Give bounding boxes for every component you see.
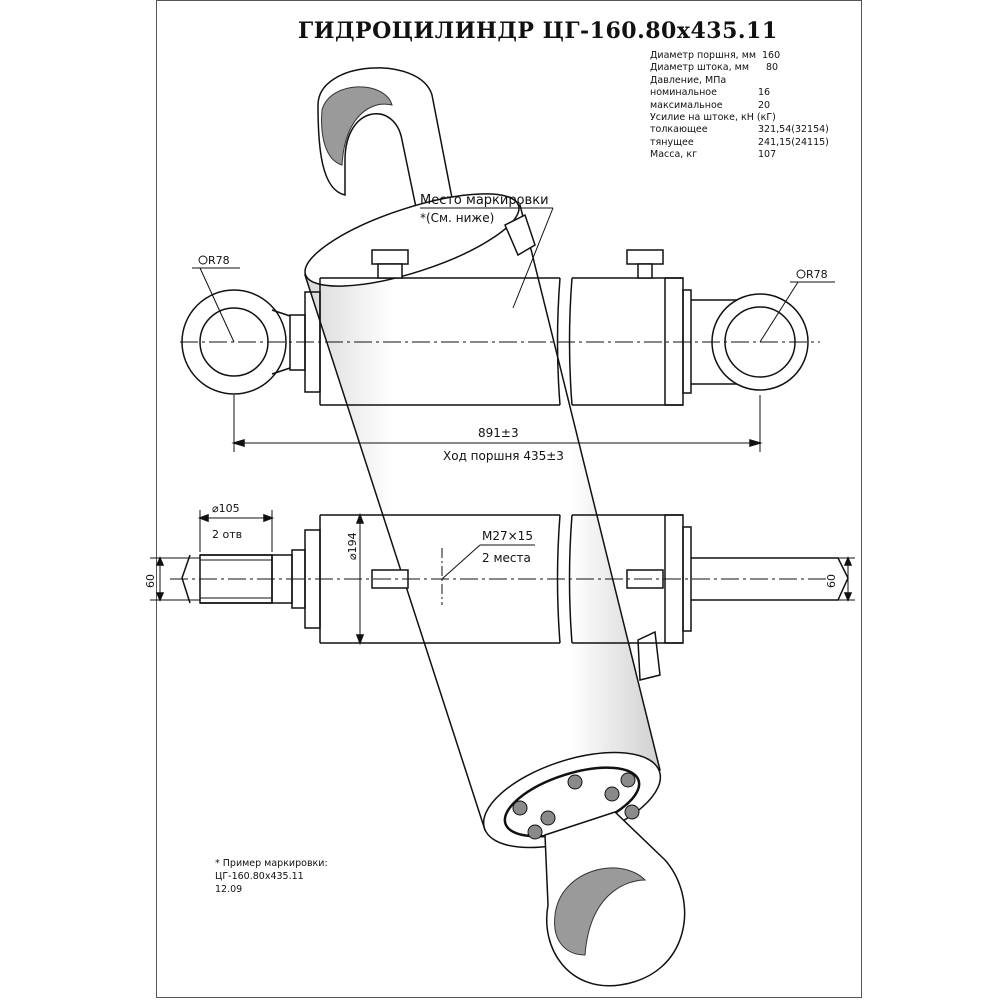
cylinder-body xyxy=(304,204,661,831)
spec-value: 20 xyxy=(758,99,771,111)
spec-value: 241,15(24115) xyxy=(758,136,829,148)
marking-place-label: Место маркировки xyxy=(420,193,549,208)
side-view xyxy=(180,207,835,452)
width-right-label: 60 xyxy=(825,574,838,588)
radius-left-label: R78 xyxy=(208,254,230,267)
note-line-1: * Пример маркировки: xyxy=(215,858,328,869)
cylinder-3d-view xyxy=(304,67,686,987)
spec-label: номинальное xyxy=(650,87,717,99)
hole-diameter-label: ⌀105 xyxy=(212,502,240,515)
radius-right-label: R78 xyxy=(806,268,828,281)
radius-left-symbol xyxy=(198,255,208,265)
spec-label: максимальное xyxy=(650,99,723,111)
spec-label: Диаметр штока, мм xyxy=(650,62,749,74)
side-fitting xyxy=(637,630,661,681)
spec-label: Диаметр поршня, мм xyxy=(650,50,757,61)
marking-example-note: * Пример маркировки: ЦГ-160.80х435.11 12… xyxy=(215,857,328,896)
width-left-label: 60 xyxy=(144,574,157,588)
thread-count-label: 2 места xyxy=(482,551,531,565)
spec-label: Давление, МПа xyxy=(650,74,727,86)
see-below-label: *(См. ниже) xyxy=(420,211,494,225)
stroke-dimension: Ход поршня 435±3 xyxy=(443,449,564,463)
spec-value: 321,54(32154) xyxy=(758,124,829,136)
radius-right-symbol xyxy=(796,269,806,279)
bottom-rod-eye xyxy=(544,811,686,987)
spec-value: 107 xyxy=(758,149,777,161)
sheet-border xyxy=(156,0,862,998)
spec-value: 80 xyxy=(766,62,779,74)
drawing-title: ГИДРОЦИЛИНДР ЦГ-160.80х435.11 xyxy=(298,18,778,44)
spec-label: Усилие на штоке, кН (кГ) xyxy=(650,111,776,123)
body-diameter-label: ⌀194 xyxy=(346,532,359,560)
spec-label: тянущее xyxy=(650,136,694,148)
spec-value: 160 xyxy=(762,50,781,61)
top-fitting xyxy=(504,213,536,257)
cylinder-top-cap xyxy=(304,193,520,287)
holes-count-label: 2 отв xyxy=(212,528,242,541)
spec-label: Масса, кг xyxy=(650,149,698,161)
note-line-2: ЦГ-160.80х435.11 xyxy=(215,871,304,882)
plan-view xyxy=(150,510,855,646)
length-dimension: 891±3 xyxy=(478,426,519,440)
note-line-3: 12.09 xyxy=(215,884,243,895)
thread-label: M27×15 xyxy=(482,529,533,543)
spec-label: толкающее xyxy=(650,124,708,136)
spec-value: 16 xyxy=(758,87,771,99)
